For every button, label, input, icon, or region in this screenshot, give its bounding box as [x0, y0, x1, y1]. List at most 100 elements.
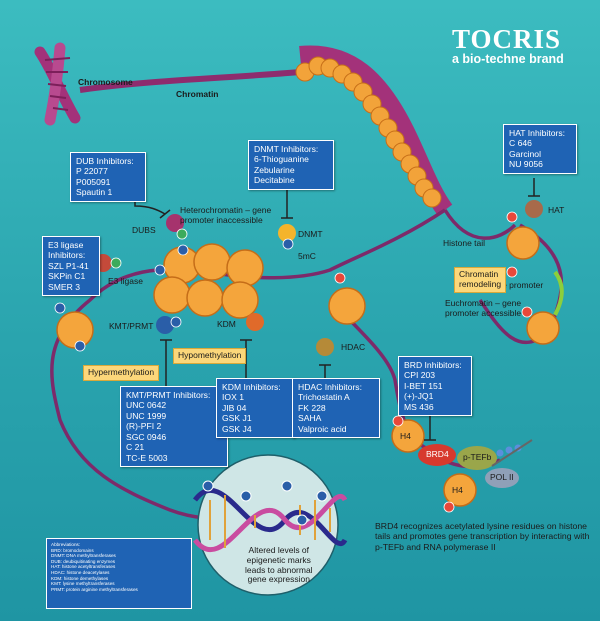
label-pol-ii: POL II: [490, 472, 514, 482]
nucleosomes: [56, 226, 560, 507]
abbreviation-item: BRD: bromodomains: [51, 547, 94, 553]
label-h4-a: H4: [400, 431, 411, 441]
box-hat-inhibitors: HAT Inhibitors: C 646 Garcinol NU 9056: [503, 124, 577, 174]
inhibitor-item: Garcinol: [509, 148, 541, 159]
box-kdm-inhibitors: KDM Inhibitors: IOX 1 JIB 04 GSK J1 GSK …: [216, 378, 295, 439]
abbreviation-item: DNMT: DNA methyltransferases: [51, 553, 116, 559]
nucleosome: [443, 473, 477, 507]
chromatin-coil: [295, 45, 453, 216]
inhibitor-item: SKPin C1: [48, 271, 86, 282]
label-heterochromatin: Heterochromatin – gene promoter inaccess…: [180, 205, 272, 225]
hat-enzyme: [525, 200, 543, 218]
abbreviations-box: Abbreviations: BRD: bromodomains DNMT: D…: [46, 538, 192, 609]
abbreviation-item: KDM: histone demethylases: [51, 575, 109, 581]
label-ptefb: p-TEFb: [463, 452, 492, 462]
inhibitor-item: 6-Thioguanine: [254, 154, 309, 165]
nucleosome: [56, 311, 94, 349]
nucleosome: [226, 249, 264, 287]
hat-inhibitors-title: HAT Inhibitors:: [509, 128, 566, 138]
box-hdac-inhibitors: HDAC Inhibitors: Trichostatin A FK 228 S…: [292, 378, 380, 439]
nucleosome: [186, 279, 224, 317]
inhibitor-item: CPI 203: [404, 370, 436, 381]
inhibitor-item: TC-E 5003: [126, 452, 168, 463]
dna-double-helix: [193, 454, 348, 596]
inhibitor-item: P 22077: [76, 166, 108, 177]
pol-ii-protein: [485, 468, 519, 488]
inhibitor-item: (R)-PFI 2: [126, 421, 162, 432]
accessible-dna-segment: [553, 270, 564, 316]
inhibitor-item: UNC 0642: [126, 400, 167, 411]
nucleosome: [391, 419, 425, 453]
label-kdm: KDM: [217, 319, 236, 329]
hdac-inhibitors-title: HDAC Inhibitors:: [298, 382, 362, 392]
label-brd4: BRD4: [426, 449, 449, 459]
abbreviation-item: PRMT: protein arginine methyltransferase…: [51, 586, 138, 592]
inhibitor-item: Decitabine: [254, 175, 295, 186]
box-e3-ligase-inhibitors: E3 ligase Inhibitors: SZL P1-41 SKPin C1…: [42, 236, 100, 297]
label-h4-b: H4: [452, 485, 463, 495]
inhibitor-item: UNC 1999: [126, 410, 167, 421]
inhibitor-item: Zebularine: [254, 164, 295, 175]
label-5mc: 5mC: [298, 251, 316, 261]
tocris-logo: TOCRIS a bio-techne brand: [452, 24, 564, 66]
box-dub-inhibitors: DUB Inhibitors: P 22077 P005091 Spautin …: [70, 152, 146, 202]
abbreviation-item: DUB: deubiquitinating enzymes: [51, 558, 116, 564]
dub-inhibitors-title: DUB Inhibitors:: [76, 156, 134, 166]
brd4-protein: [418, 444, 456, 466]
inhibitor-item: NU 9056: [509, 159, 543, 170]
inhibitor-item: P005091: [76, 176, 111, 187]
kmt-enzyme: [156, 316, 174, 334]
label-kmt-prmt: KMT/PRMT: [109, 321, 154, 331]
label-gene-promoter: Gene promoter: [486, 280, 544, 290]
nucleosome: [153, 276, 191, 314]
logo-tagline: a bio-techne brand: [452, 52, 564, 66]
nucleosome: [506, 226, 540, 260]
nucleosome: [526, 311, 560, 345]
box-brd-inhibitors: BRD Inhibitors: CPI 203 I-BET 151 (+)-JQ…: [398, 356, 472, 417]
dnmt-enzyme: [278, 224, 296, 242]
ptefb-protein: [457, 446, 497, 470]
inhibitor-item: FK 228: [298, 402, 326, 413]
chromosome-graphic: [34, 42, 81, 126]
abbreviation-item: HAT: histone acetyltransferases: [51, 564, 116, 570]
inhibitor-item: JIB 04: [222, 402, 247, 413]
inhibitor-item: IOX 1: [222, 392, 244, 403]
inhibitor-item: SMER 3: [48, 281, 80, 292]
tag-hypermethylation: Hypermethylation: [83, 365, 160, 381]
kdm-inhibitors-title: KDM Inhibitors:: [222, 382, 281, 392]
tag-hypomethylation: Hypomethylation: [173, 348, 247, 364]
inhibitor-item: C 21: [126, 442, 145, 453]
kdm-enzyme: [246, 313, 264, 331]
dubs-enzyme: [166, 214, 184, 232]
label-altered-marks: Altered levels of epigenetic marks leads…: [245, 545, 313, 585]
hdac-enzyme: [316, 338, 334, 356]
inhibitor-item: Valproic acid: [298, 423, 347, 434]
inhibitor-item: MS 436: [404, 401, 434, 412]
label-dnmt: DNMT: [298, 229, 323, 239]
abbreviations-title: Abbreviations:: [51, 542, 81, 547]
enzymes: [94, 200, 543, 488]
chromatin-fiber: [79, 69, 301, 93]
brd4-caption: BRD4 recognizes acetylated lysine residu…: [375, 521, 590, 552]
label-chromosome: Chromosome: [78, 77, 133, 87]
inhibitor-item: Spautin 1: [76, 187, 113, 198]
nucleosome: [221, 281, 259, 319]
abbreviation-item: HDAC: histone deacetylases: [51, 569, 110, 575]
box-dnmt-inhibitors: DNMT Inhibitors: 6-Thioguanine Zebularin…: [248, 140, 334, 190]
label-hdac: HDAC: [341, 342, 366, 352]
label-histone-tail: Histone tail: [443, 238, 486, 248]
logo-wordmark: TOCRIS: [452, 24, 562, 54]
label-e3-ligase: E3 ligase: [108, 276, 143, 286]
label-hat: HAT: [548, 205, 565, 215]
abbreviation-item: KMT: lysine methyltransferases: [51, 581, 115, 587]
nucleosome: [328, 287, 366, 325]
nucleosome: [193, 243, 231, 281]
inhibitor-item: SAHA: [298, 413, 322, 424]
inhibitor-item: I-BET 151: [404, 380, 443, 391]
histone-marks: [54, 211, 533, 513]
inhibitor-item: (+)-JQ1: [404, 391, 434, 402]
label-euchromatin: Euchromatin – gene promoter accessible: [445, 298, 522, 318]
inhibitor-item: SGC 0946: [126, 431, 167, 442]
tag-chromatin-remodeling: Chromatin remodeling: [454, 267, 507, 293]
